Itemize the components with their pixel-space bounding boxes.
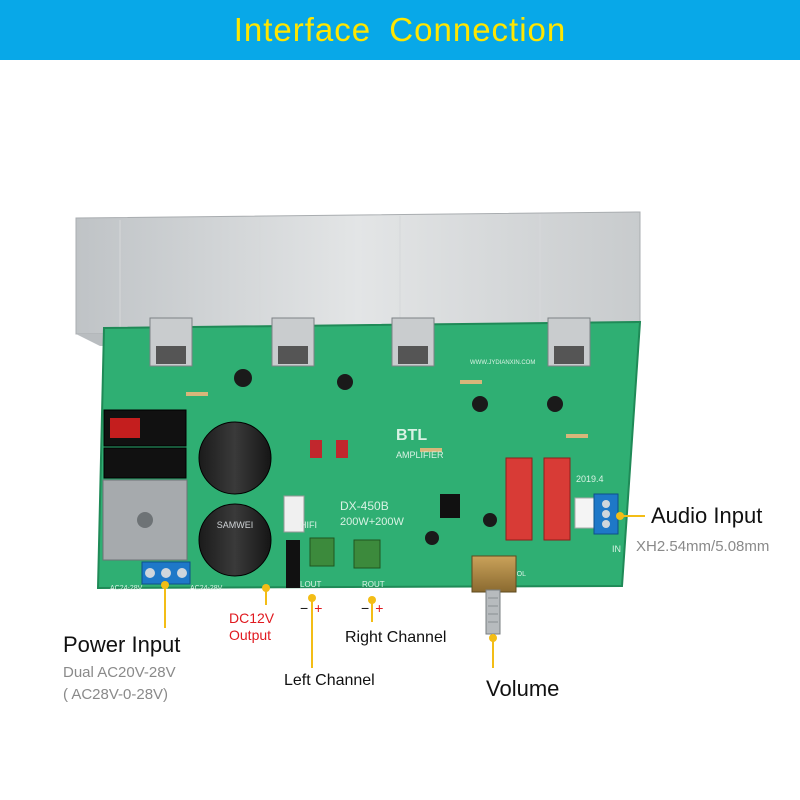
volume-potentiometer <box>471 555 517 635</box>
banner-title: Interface Connection <box>233 11 567 48</box>
terminals <box>141 493 619 588</box>
amplifier-board-illustration: SAMWEI BTL AMPLIFIER DX-450B 200W+200W H… <box>75 211 645 668</box>
audio-input-callout-line <box>616 512 645 520</box>
small-components <box>186 369 596 545</box>
power-input-callout-line <box>161 581 169 628</box>
website-text: WWW.JYDIANXIN.COM <box>470 360 535 366</box>
dc-output-callout-line <box>262 584 270 605</box>
right-channel-polarity: −+ <box>361 600 383 616</box>
left-channel-callout-line <box>308 594 316 668</box>
ac-right-text: AC24-28V <box>190 585 223 592</box>
lout-text: LOUT <box>300 580 321 589</box>
power-rating-text: 200W+200W <box>340 516 405 528</box>
dc-output-line2: Output <box>229 627 272 643</box>
power-input-spec-line2: ( AC28V-0-28V) <box>63 686 169 703</box>
volume-callout-line <box>489 634 497 668</box>
right-channel-title: Right Channel <box>345 629 447 646</box>
left-channel-title: Left Channel <box>284 672 375 689</box>
model-text: DX-450B <box>340 499 389 513</box>
vol-text: VOL <box>512 571 526 578</box>
dc-output-line1: DC12V <box>229 610 275 626</box>
amplifier-text: AMPLIFIER <box>396 450 444 460</box>
power-transistors <box>149 317 591 367</box>
hifi-text: HIFI <box>300 520 317 530</box>
power-input-title: Power Input <box>63 632 181 657</box>
btl-text: BTL <box>396 427 427 444</box>
rout-text: ROUT <box>362 580 385 589</box>
cap-brand-text: SAMWEI <box>217 520 254 530</box>
right-channel-minus: − <box>361 600 370 616</box>
power-input-spec-line1: Dual AC20V-28V <box>63 664 176 681</box>
right-channel-plus: + <box>375 600 384 616</box>
ac-left-text: AC24-28V <box>110 585 143 592</box>
bridge-rectifier <box>102 479 188 561</box>
left-channel-minus: − <box>300 600 309 616</box>
callout-lines <box>161 512 645 668</box>
in-text: IN <box>612 544 621 554</box>
left-channel-plus: + <box>314 600 323 616</box>
year-text: 2019.4 <box>576 474 604 484</box>
header-banner: Interface Connection <box>0 0 800 60</box>
volume-title: Volume <box>486 676 560 701</box>
audio-input-spec: XH2.54mm/5.08mm <box>636 538 770 555</box>
filter-capacitors: SAMWEI <box>198 421 272 577</box>
board-silkscreen: BTL AMPLIFIER DX-450B 200W+200W HIFI 201… <box>110 360 621 592</box>
film-capacitors <box>505 457 571 541</box>
right-channel-callout-line <box>368 596 376 622</box>
audio-input-title: Audio Input <box>651 503 763 528</box>
left-channel-polarity: −+ <box>300 600 322 616</box>
relays <box>103 409 187 479</box>
